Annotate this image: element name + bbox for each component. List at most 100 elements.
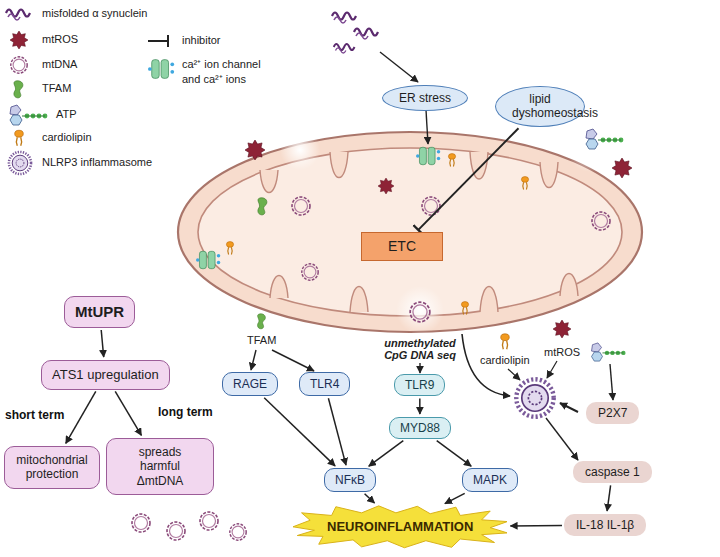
node-text: spreads harmful ΔmtDNA — [117, 445, 203, 488]
drawing-use — [378, 178, 394, 194]
legend-text: inhibitor — [182, 34, 221, 46]
drawing-path — [330, 152, 348, 178]
drawing-path — [540, 162, 558, 188]
drawing-path — [272, 350, 314, 371]
node-text: NFκB — [335, 473, 365, 487]
node-text: ETC — [388, 238, 416, 255]
drawing-path — [380, 52, 418, 82]
pathway-box: NFκB — [324, 468, 376, 492]
arrow-connector — [510, 525, 562, 527]
node-text: NEUROINFLAMMATION — [327, 519, 473, 535]
arrow-connector — [328, 398, 346, 465]
arrow-connector — [115, 391, 141, 435]
arrow-connector — [607, 485, 611, 511]
drawing-path — [270, 276, 288, 299]
drawing-path — [260, 170, 278, 193]
drawing-use — [592, 343, 626, 361]
drawing-path — [560, 403, 578, 412]
drawing-path — [610, 364, 613, 400]
process-box: MtUPR — [64, 296, 135, 328]
drawing-path — [426, 110, 428, 144]
annotation-label: TFAM — [247, 334, 276, 346]
drawing-use — [14, 81, 23, 98]
node-text: MYD88 — [400, 421, 440, 435]
oval-box: lipid dyshomeostasis — [495, 86, 585, 127]
arrow-connector — [445, 493, 465, 503]
drawing-use — [334, 44, 355, 53]
drawing-use — [354, 29, 378, 40]
drawing-use — [258, 314, 266, 329]
cytokine-box: IL-18 IL-1β — [564, 514, 646, 536]
drawing-circle — [396, 286, 444, 334]
drawing-use — [553, 320, 571, 338]
drawing-path — [508, 369, 520, 380]
pathway-box: MAPK — [462, 468, 518, 492]
drawing-use — [230, 524, 246, 540]
drawing-use — [516, 379, 553, 416]
drawing-use — [10, 31, 28, 49]
drawing-use — [461, 302, 468, 315]
node-text: P2X7 — [598, 406, 627, 420]
legend-text: misfolded α synuclein — [42, 7, 147, 19]
drawing-use — [586, 129, 623, 149]
drawing-use — [302, 264, 318, 280]
receptor-box: TLR4 — [299, 372, 350, 396]
drawing-circle — [280, 130, 320, 170]
oval-box: ER stress — [382, 85, 468, 111]
node-text: caspase 1 — [585, 465, 640, 479]
drawing-use — [422, 197, 440, 215]
node-text: RAGE — [233, 377, 267, 391]
drawing-use — [132, 514, 150, 532]
drawing-use — [200, 512, 218, 530]
process-box: spreads harmful ΔmtDNA — [106, 438, 214, 495]
node-text: ATS1 upregulation — [52, 367, 159, 383]
receptor-box: P2X7 — [586, 402, 639, 424]
outcome-burst: NEUROINFLAMMATION — [293, 505, 507, 549]
drawing-use — [332, 13, 356, 24]
drawing-use — [226, 242, 233, 255]
drawing-path — [546, 418, 578, 460]
drawing-use — [612, 158, 632, 178]
drawing-use — [292, 197, 310, 215]
etc-box: ETC — [361, 232, 443, 261]
drawing-use — [196, 251, 220, 268]
annotation-label: cardiolipin — [480, 354, 530, 366]
arrow-connector — [264, 398, 335, 466]
drawing-use — [416, 147, 440, 164]
legend-text: TFAM — [42, 82, 71, 94]
legend-text: cardiolipin — [42, 131, 92, 143]
drawing-use — [15, 130, 24, 145]
adaptor-box: MYD88 — [389, 417, 451, 439]
drawing-use — [410, 302, 430, 322]
drawing-path — [480, 287, 498, 313]
edge-label: long term — [156, 405, 215, 419]
drawing-use — [6, 10, 30, 21]
legend-text: ATP — [56, 108, 77, 120]
edge-label: short term — [3, 408, 66, 422]
arrow-connector — [365, 494, 375, 503]
drawing-path — [419, 363, 420, 373]
drawing-path — [560, 274, 578, 297]
node-text: TLR9 — [405, 378, 434, 392]
arrow-connector — [369, 441, 404, 467]
drawing-use — [245, 140, 265, 160]
legend-text: NLRP3 inflammasome — [42, 156, 152, 168]
node-text: IL-18 IL-1β — [576, 518, 634, 532]
drawing-use — [9, 152, 31, 174]
drawing-path — [547, 361, 557, 378]
drawing-use — [11, 57, 27, 73]
node-text: ER stress — [399, 91, 451, 105]
drawing-path — [148, 35, 168, 47]
drawing-polygon — [293, 506, 507, 548]
drawing-path — [251, 350, 256, 370]
drawing-use — [448, 154, 455, 167]
inhibitor-line — [418, 128, 518, 230]
drawing-use — [167, 522, 185, 540]
arrow-connector — [66, 391, 96, 443]
enzyme-box: caspase 1 — [573, 461, 652, 483]
annotation-label: mtROS — [544, 346, 580, 358]
node-text: MAPK — [473, 473, 507, 487]
drawing-use — [10, 105, 47, 125]
node-text: mitochondrial protection — [15, 453, 89, 482]
process-box: ATS1 upregulation — [41, 360, 170, 390]
